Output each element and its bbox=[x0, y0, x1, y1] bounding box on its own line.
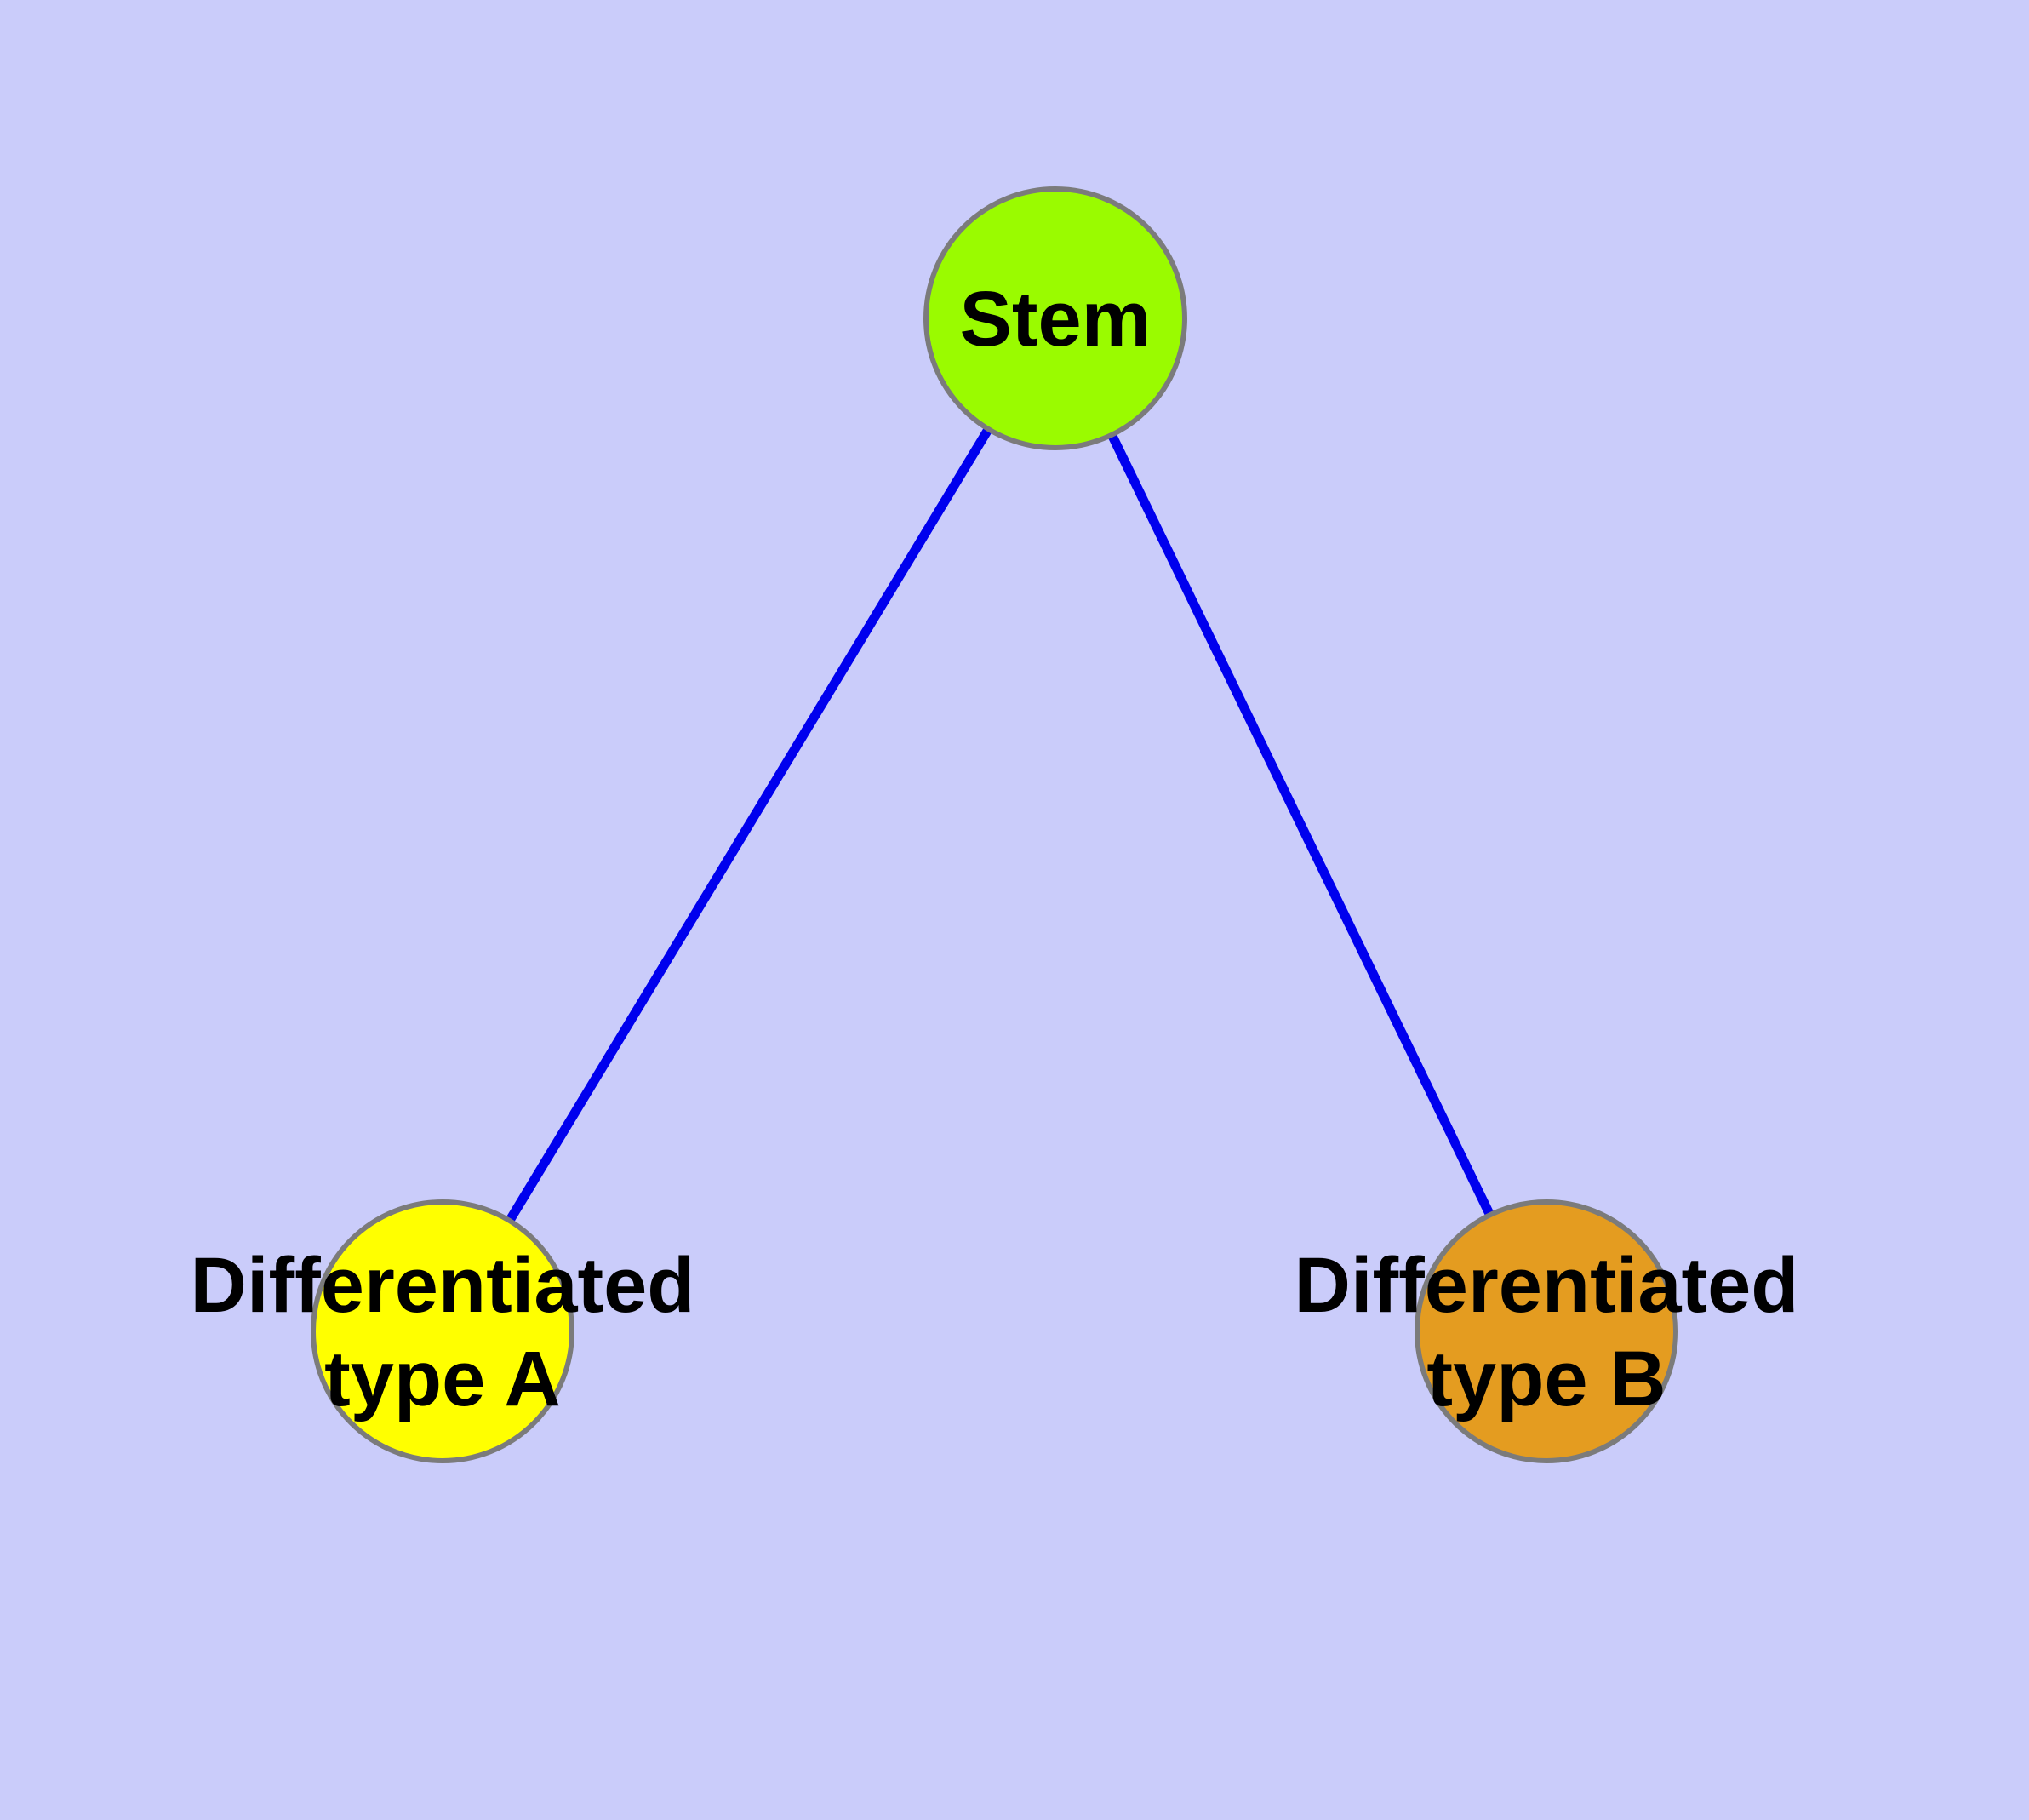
node-stem-label-line: Stem bbox=[960, 276, 1152, 363]
node-stem[interactable]: Stem bbox=[923, 186, 1187, 450]
node-stem-label: Stem bbox=[960, 276, 1152, 363]
node-stem-circle bbox=[923, 186, 1187, 450]
node-type-a-circle bbox=[311, 1199, 574, 1463]
edge-stem-type-b bbox=[1051, 316, 1551, 1334]
node-type-a-label-line: type A bbox=[324, 1336, 561, 1422]
node-type-b-label-line: Differentiated bbox=[1295, 1242, 1799, 1329]
node-type-b-label-line: type B bbox=[1426, 1336, 1666, 1422]
node-type-a-label-line: Differentiated bbox=[191, 1242, 695, 1329]
node-type-b-circle bbox=[1415, 1199, 1678, 1463]
edge-stem-type-a bbox=[438, 316, 1060, 1334]
